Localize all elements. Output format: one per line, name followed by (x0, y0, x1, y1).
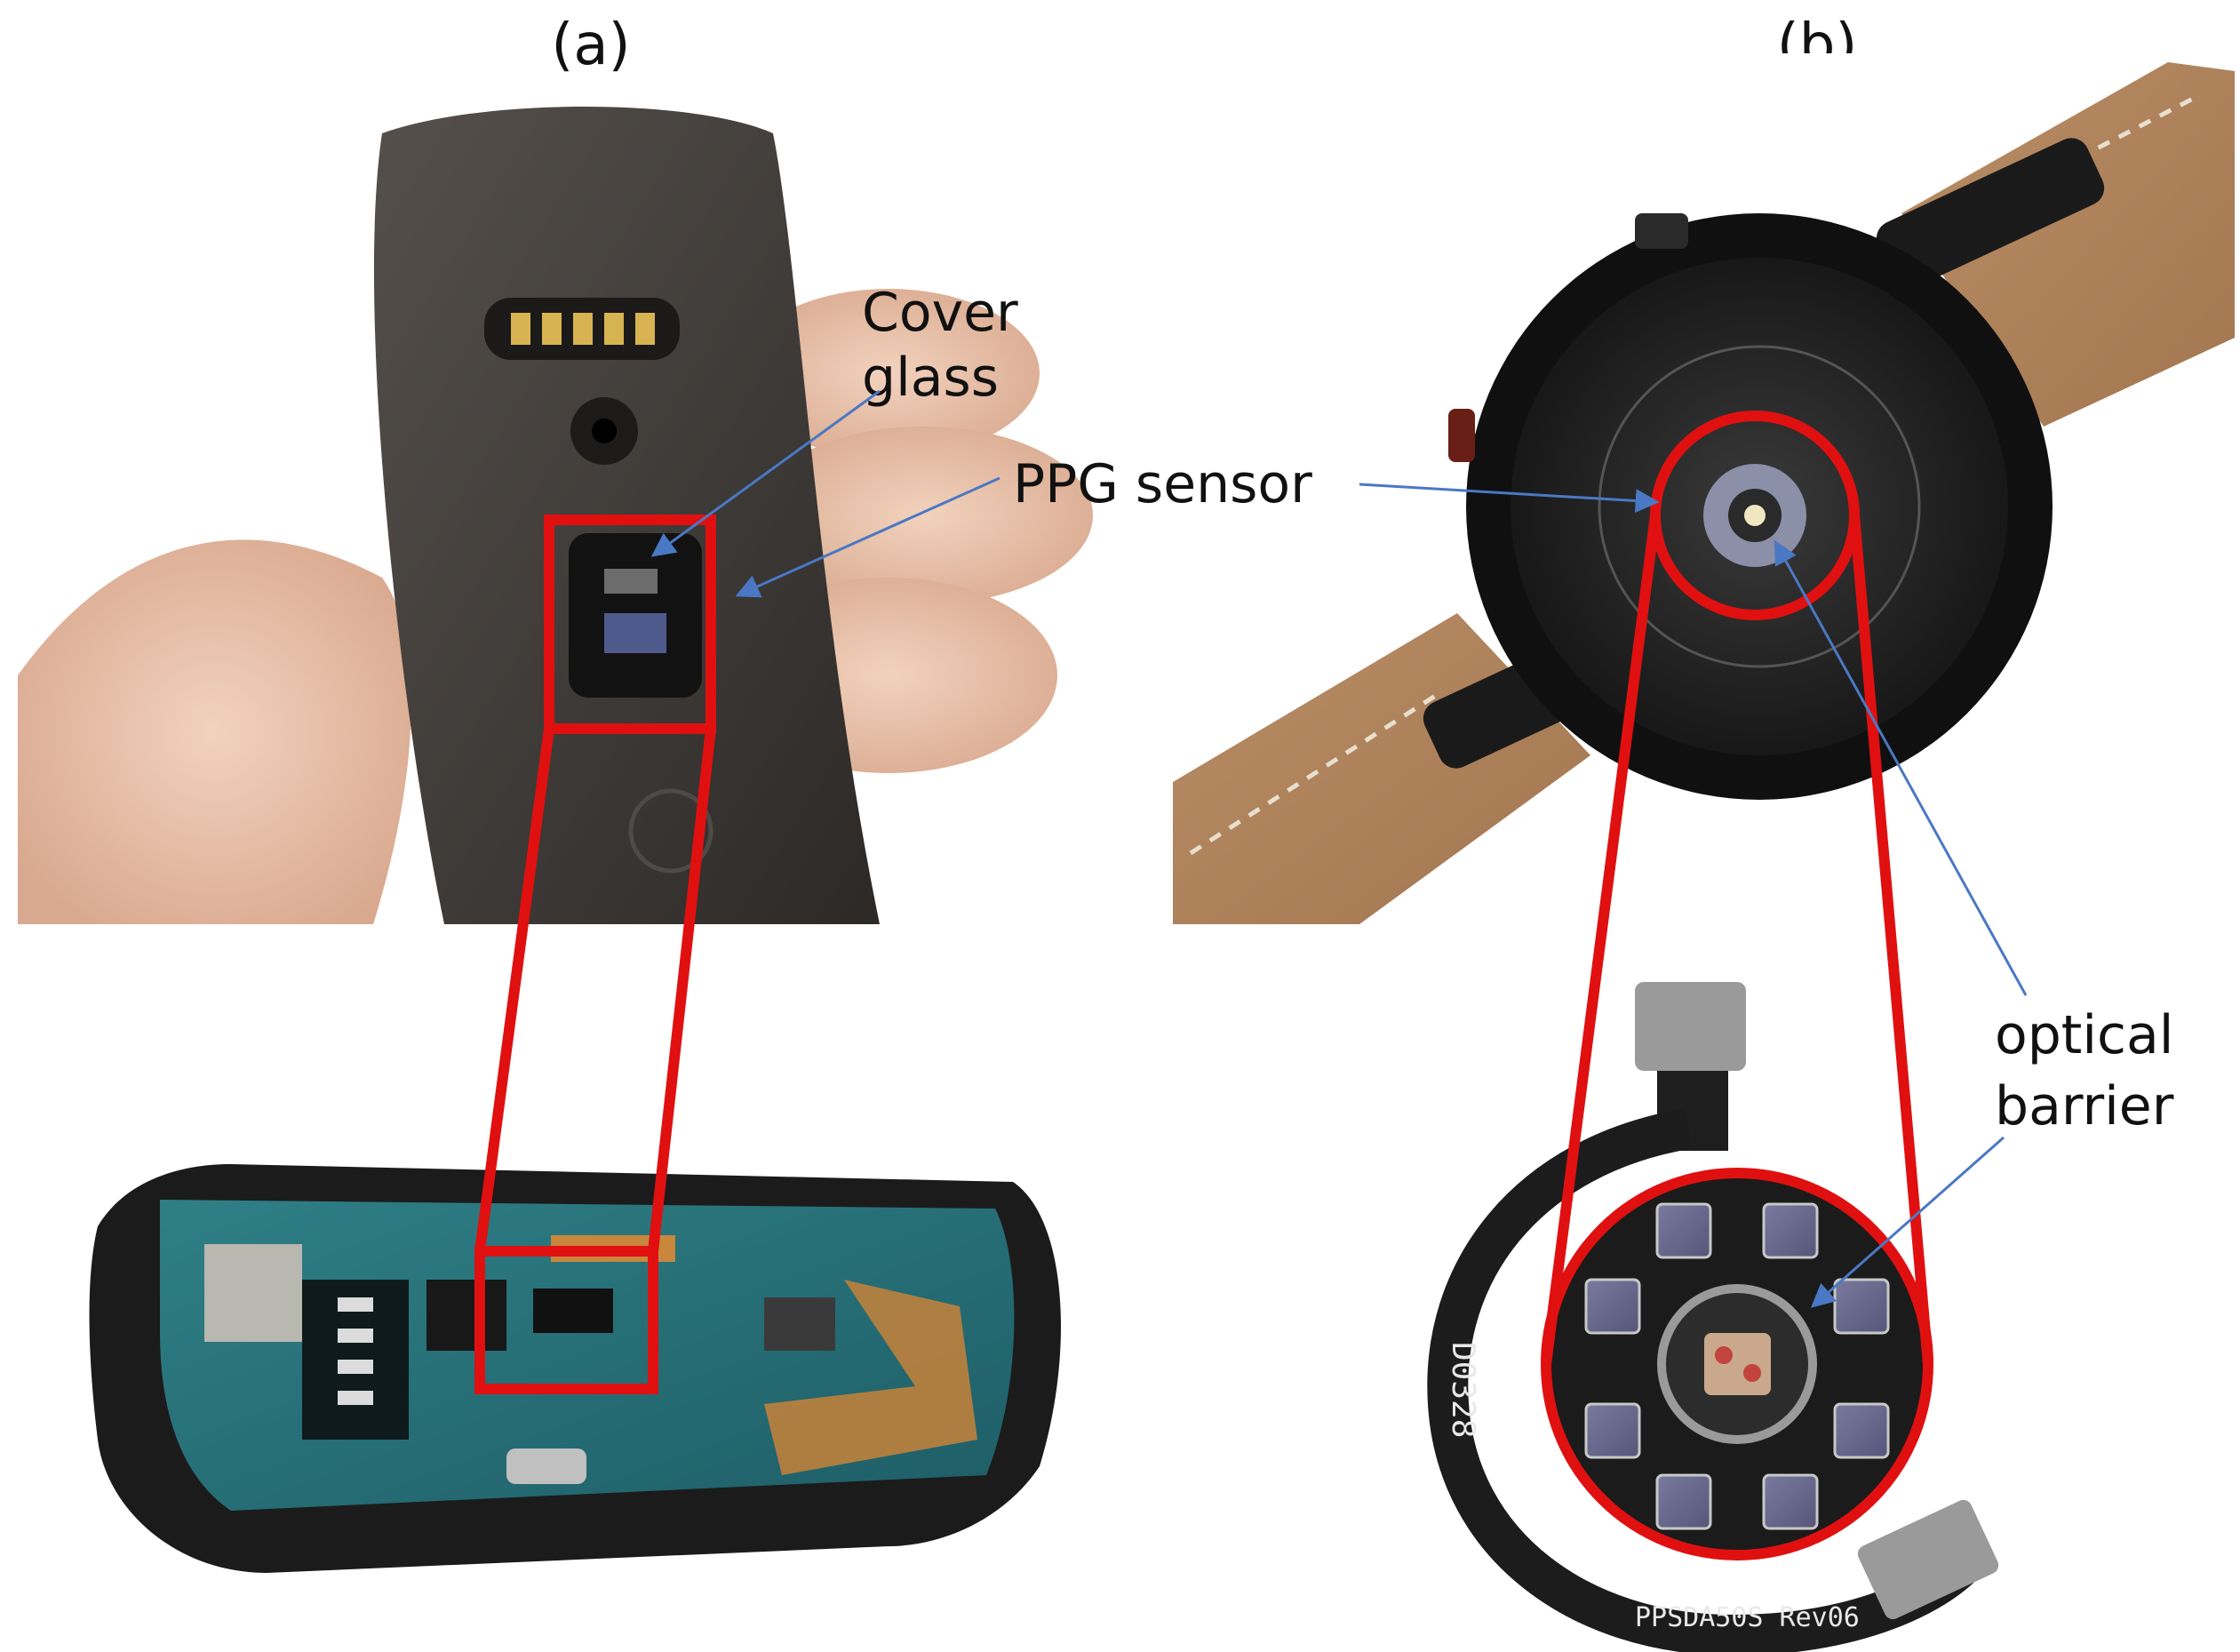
band-internal-pcb-photo (89, 1164, 1061, 1573)
arrow-icon (650, 389, 881, 557)
arrow-icon (1810, 1136, 2005, 1308)
optical-barrier-label-line1: optical (1995, 1004, 2173, 1066)
cover-glass-label-line1: Cover (862, 282, 1018, 344)
highlight-connector-right (1849, 515, 1933, 1365)
ppg-sensor-label: PPG sensor (1013, 453, 1312, 515)
crown-button-red (1448, 409, 1475, 462)
flex-cable (764, 1280, 977, 1475)
shield-can (204, 1244, 302, 1342)
crown-top (1635, 213, 1688, 249)
highlight-connector-left (1541, 515, 1661, 1365)
highlight-a (474, 515, 716, 1394)
ppg-sensor-chip (533, 1289, 613, 1333)
flex-tab-bottom (1857, 1499, 1999, 1620)
connector-pins (338, 1297, 373, 1405)
highlight-connector-right (648, 728, 716, 1252)
band-logo (628, 788, 713, 874)
arrow-icon (1774, 539, 2028, 996)
photodiode-array (1584, 1202, 1890, 1530)
bottom-switch (506, 1448, 586, 1484)
side-connector (764, 1297, 835, 1351)
watch-back-photo (1173, 53, 2239, 924)
board-rev-text: PPSDA50S Rev06 (1635, 1602, 1860, 1633)
board-id-text: D0328 (1445, 1342, 1481, 1438)
highlight-connector-left (474, 728, 554, 1252)
center-led (1704, 1333, 1771, 1395)
highlight-box-pcb-sensor (474, 1246, 658, 1394)
strap-stitch-bottom (1189, 690, 1441, 856)
finger-right-2 (755, 427, 1093, 604)
caseback-ring (1598, 345, 1921, 668)
ppg-flex-board-photo: D0328 PPSDA50S Rev06 (1427, 982, 1999, 1652)
highlight-box-cover-glass (544, 515, 716, 734)
flex-ring (1427, 1108, 1979, 1652)
fitness-band-back-photo (18, 98, 1093, 924)
arrow-icon (735, 476, 1000, 598)
panel-a-label: (a) (551, 12, 630, 78)
thumb-hand (18, 539, 411, 924)
charging-pins (511, 313, 655, 345)
optical-barrier-label-line2: barrier (1995, 1075, 2174, 1137)
arrow-icon (1359, 483, 1660, 514)
lug-top (1876, 138, 2105, 289)
flex-tab-top (1635, 982, 1746, 1071)
finger-right-1 (737, 289, 1040, 458)
main-chip (426, 1280, 506, 1351)
cover-glass-label-line2: glass (862, 347, 999, 409)
highlight-b (1541, 411, 1933, 1560)
